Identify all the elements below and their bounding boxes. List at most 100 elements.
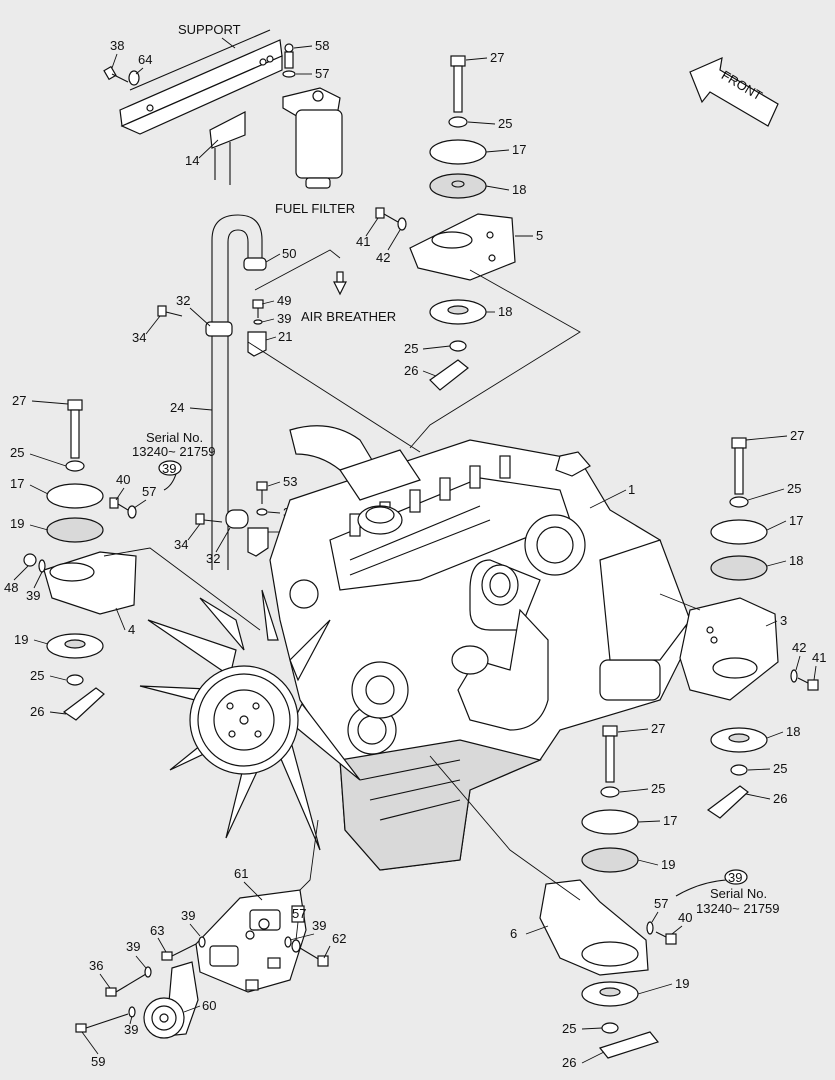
air-breather-label: AIR BREATHER bbox=[301, 309, 396, 324]
callout-62: 62 bbox=[332, 931, 346, 946]
callout-18d: 18 bbox=[786, 724, 800, 739]
callout-59: 59 bbox=[91, 1054, 105, 1069]
washer-57-bottom bbox=[646, 921, 654, 935]
callout-53: 53 bbox=[283, 474, 297, 489]
serial-note-right-line2: 13240~ 21759 bbox=[696, 901, 780, 916]
callout-36: 36 bbox=[89, 958, 103, 973]
bolt-38 bbox=[103, 65, 129, 83]
bracket-21-mid bbox=[247, 527, 269, 557]
callout-17b: 17 bbox=[10, 476, 24, 491]
callout-25c: 25 bbox=[10, 445, 24, 460]
callout-25f: 25 bbox=[773, 761, 787, 776]
callout-1: 1 bbox=[628, 482, 635, 497]
callout-41b: 41 bbox=[812, 650, 826, 665]
bolt-40-bottom bbox=[655, 931, 677, 945]
callout-41a: 41 bbox=[356, 234, 370, 249]
callout-57c: 57 bbox=[654, 896, 668, 911]
callout-39d: 39 bbox=[181, 908, 195, 923]
callout-27d: 27 bbox=[651, 721, 665, 736]
callout-5: 5 bbox=[536, 228, 543, 243]
bolt-36 bbox=[105, 966, 152, 997]
callout-4: 4 bbox=[128, 622, 135, 637]
support-bracket bbox=[119, 29, 283, 185]
callout-40b: 40 bbox=[678, 910, 692, 925]
idler-pulley bbox=[143, 961, 199, 1039]
callout-26d: 26 bbox=[562, 1055, 576, 1070]
callout-18b: 18 bbox=[498, 304, 512, 319]
mount-stack-bottom-right bbox=[539, 725, 660, 1059]
callout-26b: 26 bbox=[30, 704, 44, 719]
callout-63: 63 bbox=[150, 923, 164, 938]
callout-27a: 27 bbox=[490, 50, 504, 65]
cooling-fan bbox=[139, 589, 361, 851]
air-breather-pipe bbox=[205, 214, 267, 570]
callout-49: 49 bbox=[277, 293, 291, 308]
callout-17d: 17 bbox=[663, 813, 677, 828]
callout-57d: 57 bbox=[292, 906, 306, 921]
callout-17c: 17 bbox=[789, 513, 803, 528]
callout-61: 61 bbox=[234, 866, 248, 881]
callout-57a: 57 bbox=[315, 66, 329, 81]
callout-25g: 25 bbox=[651, 781, 665, 796]
callout-48: 48 bbox=[4, 580, 18, 595]
bolt-34-mid bbox=[195, 513, 223, 525]
callout-42b: 42 bbox=[792, 640, 806, 655]
serial-note-left-line1: Serial No. bbox=[146, 430, 203, 445]
bracket-21-top bbox=[247, 331, 267, 357]
nut-48 bbox=[23, 553, 37, 567]
bolt-53 bbox=[256, 481, 268, 516]
bolt-40-left bbox=[109, 497, 137, 519]
callout-19a: 19 bbox=[10, 516, 24, 531]
callout-19b: 19 bbox=[14, 632, 28, 647]
washer-64 bbox=[128, 70, 140, 86]
engine-block bbox=[269, 425, 691, 871]
callout-26c: 26 bbox=[773, 791, 787, 806]
serial-ref-right: 39 bbox=[728, 870, 742, 885]
callout-27c: 27 bbox=[790, 428, 804, 443]
fuel-filter-label: FUEL FILTER bbox=[275, 201, 355, 216]
bolt-62 bbox=[284, 936, 329, 967]
bolt-34-top bbox=[157, 305, 183, 317]
callout-39b: 39 bbox=[26, 588, 40, 603]
callout-40a: 40 bbox=[116, 472, 130, 487]
mount-stack-top bbox=[409, 55, 516, 391]
callout-58: 58 bbox=[315, 38, 329, 53]
washer-39-left bbox=[38, 559, 46, 573]
callout-25b: 25 bbox=[404, 341, 418, 356]
callout-25h: 25 bbox=[562, 1021, 576, 1036]
callout-3: 3 bbox=[780, 613, 787, 628]
callout-50: 50 bbox=[282, 246, 296, 261]
callout-24: 24 bbox=[170, 400, 184, 415]
serial-ref-badge-left bbox=[158, 460, 182, 476]
callout-39h: 39 bbox=[124, 1022, 138, 1037]
support-label: SUPPORT bbox=[178, 22, 241, 37]
bolt-49 bbox=[252, 299, 264, 325]
callout-27b: 27 bbox=[12, 393, 26, 408]
callout-39e: 39 bbox=[126, 939, 140, 954]
serial-note-right-line1: Serial No. bbox=[710, 886, 767, 901]
callout-25d: 25 bbox=[30, 668, 44, 683]
washer-42-right bbox=[790, 669, 798, 683]
serial-ref-badge-right bbox=[724, 869, 748, 885]
callout-19c: 19 bbox=[661, 857, 675, 872]
callout-42a: 42 bbox=[376, 250, 390, 265]
callout-25e: 25 bbox=[787, 481, 801, 496]
callout-17a: 17 bbox=[512, 142, 526, 157]
callout-64: 64 bbox=[138, 52, 152, 67]
front-arrow: FRONT bbox=[689, 57, 779, 127]
callout-32a: 32 bbox=[176, 293, 190, 308]
callout-39f: 39 bbox=[312, 918, 326, 933]
serial-note-left-line2: 13240~ 21759 bbox=[132, 444, 216, 459]
callout-26a: 26 bbox=[404, 363, 418, 378]
breather-down-arrow bbox=[333, 281, 347, 296]
callout-19d: 19 bbox=[675, 976, 689, 991]
callout-14: 14 bbox=[185, 153, 199, 168]
callout-18a: 18 bbox=[512, 182, 526, 197]
serial-ref-left: 39 bbox=[162, 461, 176, 476]
mount-stack-right bbox=[679, 437, 779, 819]
bolt-41-right bbox=[797, 677, 819, 691]
callout-39a: 39 bbox=[277, 311, 291, 326]
bolt-41-top bbox=[375, 207, 407, 231]
callout-18c: 18 bbox=[789, 553, 803, 568]
